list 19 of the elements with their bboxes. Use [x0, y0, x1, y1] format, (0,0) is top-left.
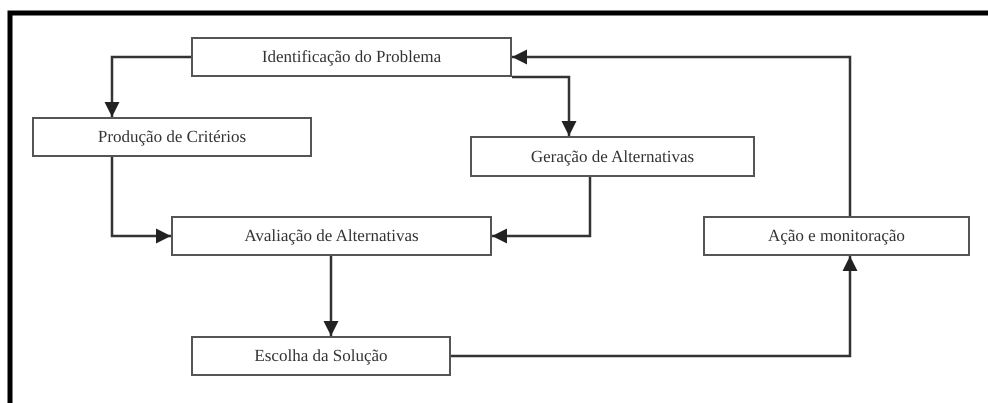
arrow [512, 76, 576, 136]
box-label: Escolha da Solução [254, 346, 388, 366]
box-label: Ação e monitoração [768, 226, 905, 246]
process-box [470, 136, 755, 177]
box-label: Avaliação de Alternativas [244, 226, 419, 246]
arrow [110, 157, 171, 244]
arrow [104, 56, 191, 117]
process-box [703, 216, 970, 256]
arrow [492, 177, 592, 244]
arrow [512, 50, 852, 216]
arrow [324, 256, 338, 336]
arrow [451, 256, 858, 358]
process-box [32, 117, 312, 157]
box-label: Geração de Alternativas [530, 146, 694, 166]
process-box [191, 37, 512, 77]
box-label: Identificação do Problema [262, 47, 442, 67]
process-box [171, 216, 492, 256]
box-label: Produção de Critérios [98, 127, 246, 147]
process-box [191, 336, 451, 376]
